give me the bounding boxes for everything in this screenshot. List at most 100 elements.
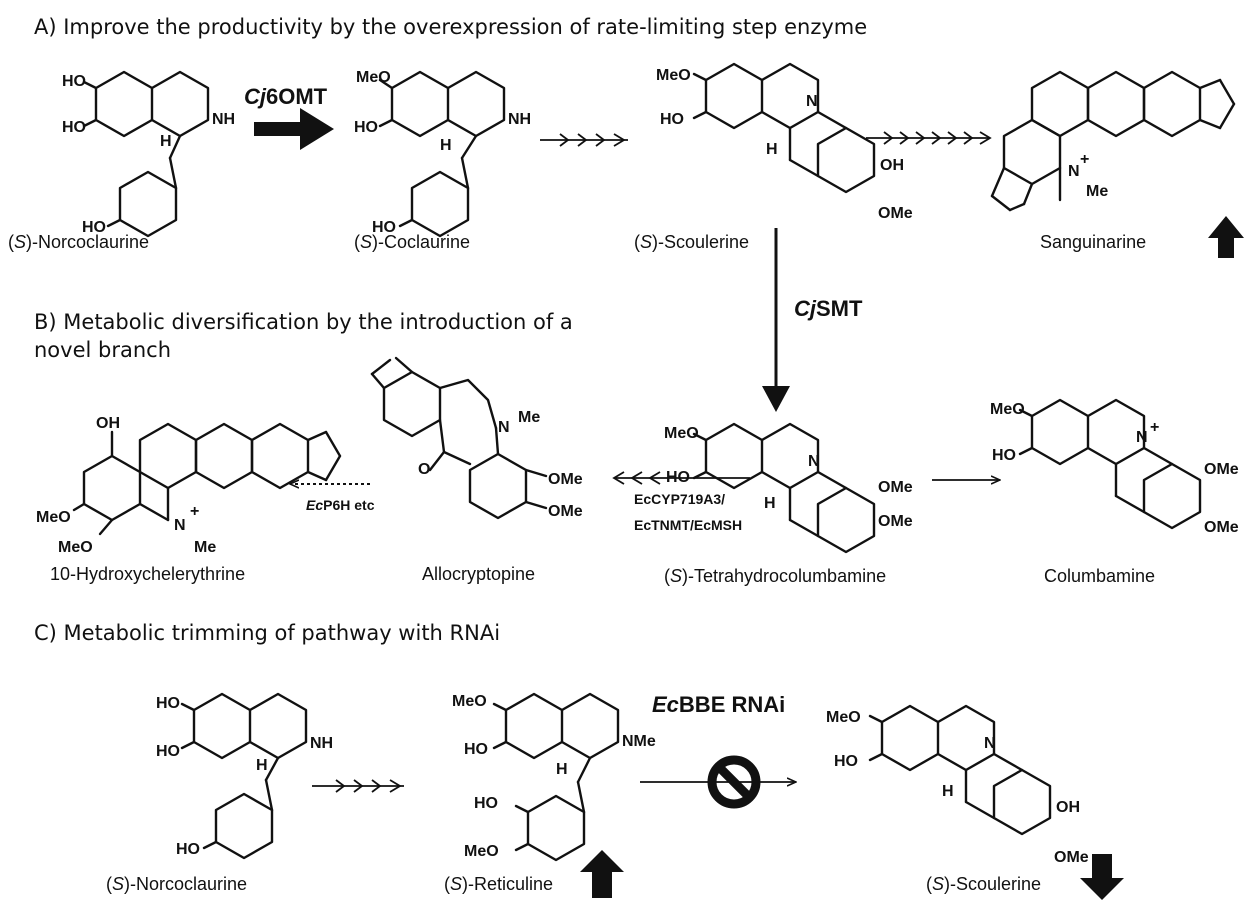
atom-ho: HO (82, 219, 106, 236)
atom-me: Me (1086, 183, 1108, 200)
atom-meo: MeO (990, 401, 1025, 418)
label-allocryptopine: Allocryptopine (422, 564, 535, 584)
atom-meo: MeO (826, 709, 861, 726)
atom-me: Me (518, 409, 540, 426)
atom-ho: HO (156, 743, 180, 760)
atom-n: N (806, 93, 818, 110)
multistep-arrow-a1 (540, 133, 628, 147)
prohibited-icon (707, 755, 761, 809)
reticuline-structure: MeO HO NMe H HO MeO (452, 692, 656, 862)
atom-ho: HO (992, 447, 1016, 464)
multistep-arrow-b1 (612, 471, 750, 485)
atom-ome: OMe (548, 471, 583, 488)
atom-meo: MeO (36, 509, 71, 526)
enzyme-ecbbe: EcBBE RNAi (652, 692, 785, 717)
atom-ho: HO (464, 741, 488, 758)
allocryptopine-structure: N Me O OMe OMe (370, 356, 583, 520)
atom-ho: HO (62, 73, 86, 90)
enzyme-cj6omt: Cj6OMT (244, 84, 328, 109)
atom-nh: NH (212, 111, 235, 128)
atom-plus: + (1080, 151, 1089, 168)
atom-n: N (1068, 163, 1080, 180)
bold-arrow-cjsmt (762, 228, 790, 412)
atom-ome: OMe (878, 479, 913, 496)
atom-me: Me (194, 539, 216, 556)
label-columbamine: Columbamine (1044, 566, 1155, 586)
label-tetrahydrocolumbamine: (S)-Tetrahydrocolumbamine (664, 566, 886, 586)
section-b-title-line2: novel branch (34, 338, 171, 362)
multistep-arrow-a2 (866, 131, 992, 145)
enzyme-ecp6h: EcP6H etc (306, 497, 375, 513)
atom-ome: OMe (878, 205, 913, 222)
atom-meo: MeO (452, 693, 487, 710)
label-scoulerine-a: (S)-Scoulerine (634, 232, 749, 252)
atom-ho: HO (660, 111, 684, 128)
atom-plus: + (1150, 419, 1159, 436)
atom-meo: MeO (356, 69, 391, 86)
atom-n: N (498, 419, 510, 436)
atom-ho: HO (156, 695, 180, 712)
bold-arrow-cj6omt (254, 108, 334, 150)
norcoclaurine-structure-a: HO HO NH H HO (62, 70, 235, 238)
label-hydroxychelerythrine: 10-Hydroxychelerythrine (50, 564, 245, 584)
enzyme-eccyp-line2: EcTNMT/EcMSH (634, 517, 742, 533)
atom-oh: OH (1056, 799, 1080, 816)
scoulerine-structure-c: MeO HO N H OH OMe (826, 704, 1089, 866)
atom-oh: OH (96, 415, 120, 432)
section-a-title: A) Improve the productivity by the overe… (34, 15, 867, 39)
atom-ho: HO (176, 841, 200, 858)
atom-n: N (984, 735, 996, 752)
tetrahydrocolumbamine-structure: MeO HO N H OMe OMe (664, 422, 913, 554)
atom-meo: MeO (664, 425, 699, 442)
atom-meo: MeO (464, 843, 499, 860)
enzyme-cjsmt: CjSMT (794, 296, 863, 321)
atom-ho: HO (354, 119, 378, 136)
sanguinarine-structure: N + Me (990, 70, 1236, 212)
label-reticuline: (S)-Reticuline (444, 874, 553, 894)
atom-ome: OMe (878, 513, 913, 530)
enzyme-eccyp-line1: EcCYP719A3/ (634, 491, 725, 507)
atom-ho: HO (62, 119, 86, 136)
coclaurine-structure-a: MeO HO NH H HO (354, 69, 531, 238)
atom-meo: MeO (656, 67, 691, 84)
atom-ome: OMe (1204, 519, 1239, 536)
atom-ho: HO (834, 753, 858, 770)
up-arrow-icon (1208, 216, 1244, 258)
atom-nme: NMe (622, 733, 656, 750)
atom-h: H (764, 495, 776, 512)
label-norcoclaurine-c: (S)-Norcoclaurine (106, 874, 247, 894)
label-norcoclaurine-a: (S)-Norcoclaurine (8, 232, 149, 252)
atom-meo: MeO (58, 539, 93, 556)
atom-n: N (174, 517, 186, 534)
atom-plus: + (190, 503, 199, 520)
atom-ho: HO (372, 219, 396, 236)
atom-h: H (556, 761, 568, 778)
atom-nh: NH (310, 735, 333, 752)
atom-ho: HO (666, 469, 690, 486)
atom-o: O (418, 461, 430, 478)
atom-n: N (808, 453, 820, 470)
atom-ome: OMe (548, 503, 583, 520)
atom-nh: NH (508, 111, 531, 128)
atom-h: H (160, 133, 172, 150)
norcoclaurine-structure-c: HO HO NH H HO (156, 692, 333, 860)
label-coclaurine-a: (S)-Coclaurine (354, 232, 470, 252)
atom-h: H (766, 141, 778, 158)
columbamine-structure: MeO HO N + OMe OMe (990, 398, 1239, 536)
multistep-arrow-c1 (312, 779, 404, 793)
section-c-title: C) Metabolic trimming of pathway with RN… (34, 621, 500, 645)
atom-ho: HO (474, 795, 498, 812)
atom-h: H (256, 757, 268, 774)
scoulerine-structure-a: MeO HO N H OH OMe (656, 62, 913, 222)
hydroxychelerythrine-structure: OH MeO MeO N + Me (36, 415, 342, 556)
atom-n: N (1136, 429, 1148, 446)
atom-oh: OH (880, 157, 904, 174)
section-b-title-line1: B) Metabolic diversification by the intr… (34, 310, 573, 334)
label-scoulerine-c: (S)-Scoulerine (926, 874, 1041, 894)
up-arrow-icon (580, 850, 624, 898)
down-arrow-icon (1080, 854, 1124, 900)
atom-h: H (440, 137, 452, 154)
atom-h: H (942, 783, 954, 800)
atom-ome: OMe (1054, 849, 1089, 866)
